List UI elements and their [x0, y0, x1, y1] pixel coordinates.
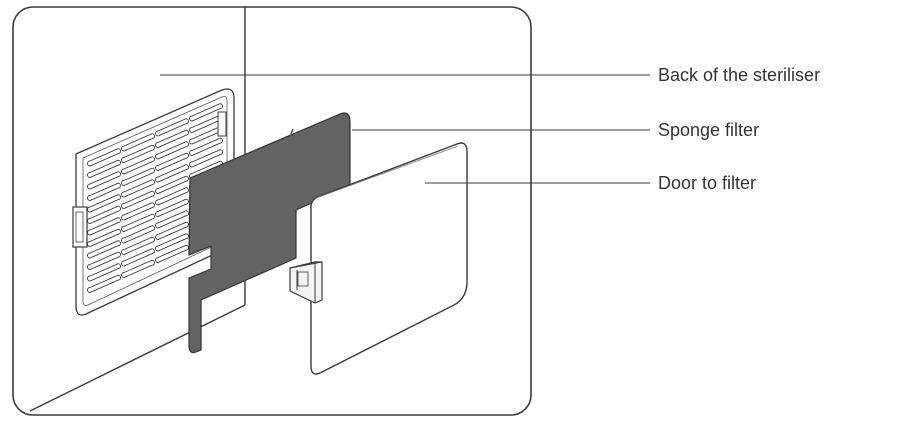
- grille-slot: [121, 225, 155, 244]
- grille-slot: [121, 213, 155, 232]
- label-sponge-filter: Sponge filter: [658, 120, 760, 140]
- label-door-to-filter: Door to filter: [658, 173, 757, 193]
- grille-slot: [87, 263, 121, 282]
- grille-latch-inner: [75, 211, 84, 243]
- grille-slot: [155, 198, 189, 217]
- grille-slot: [121, 236, 155, 255]
- filter-door: [289, 142, 468, 375]
- grille-tab: [217, 111, 227, 137]
- grille-slot: [121, 133, 155, 152]
- grille-slot: [121, 144, 155, 163]
- grille-slot: [87, 228, 121, 247]
- grille-slot: [189, 149, 223, 168]
- grille-slot: [121, 156, 155, 175]
- grille-slot: [155, 187, 189, 206]
- grille-slot: [121, 167, 155, 186]
- grille-latch: [72, 206, 88, 248]
- label-back-of-steriliser: Back of the steriliser: [658, 65, 821, 85]
- grille-slot: [155, 164, 189, 183]
- grille-slot: [87, 148, 121, 167]
- grille-slot: [155, 210, 189, 229]
- grille-slot: [87, 171, 121, 190]
- grille-slot: [87, 217, 121, 236]
- grille-slot: [155, 233, 189, 252]
- grille-slot: [87, 159, 121, 178]
- back-grille-panel: [72, 88, 235, 316]
- grille-slot: [155, 244, 189, 263]
- grille-slot: [155, 221, 189, 240]
- grille-slot: [189, 137, 223, 156]
- grille-slot: [87, 274, 121, 293]
- grille-slot: [121, 248, 155, 267]
- grille-slot: [87, 182, 121, 201]
- grille-slot: [121, 190, 155, 209]
- grille-slot: [87, 205, 121, 224]
- steriliser-bottom-edge: [29, 304, 246, 412]
- grille-slot: [87, 240, 121, 259]
- sponge-filter: [188, 112, 351, 354]
- grille-slot: [155, 118, 189, 137]
- grille-slot: [155, 129, 189, 148]
- grille-slot: [87, 251, 121, 270]
- grille-slot: [189, 103, 223, 122]
- grille-slot: [121, 179, 155, 198]
- grille-slot: [155, 152, 189, 171]
- grille-slot: [87, 194, 121, 213]
- grille-slot: [121, 259, 155, 278]
- illustration-frame: [12, 6, 532, 416]
- grille-slot: [155, 141, 189, 160]
- grille-slot: [121, 202, 155, 221]
- grille-slot: [155, 175, 189, 194]
